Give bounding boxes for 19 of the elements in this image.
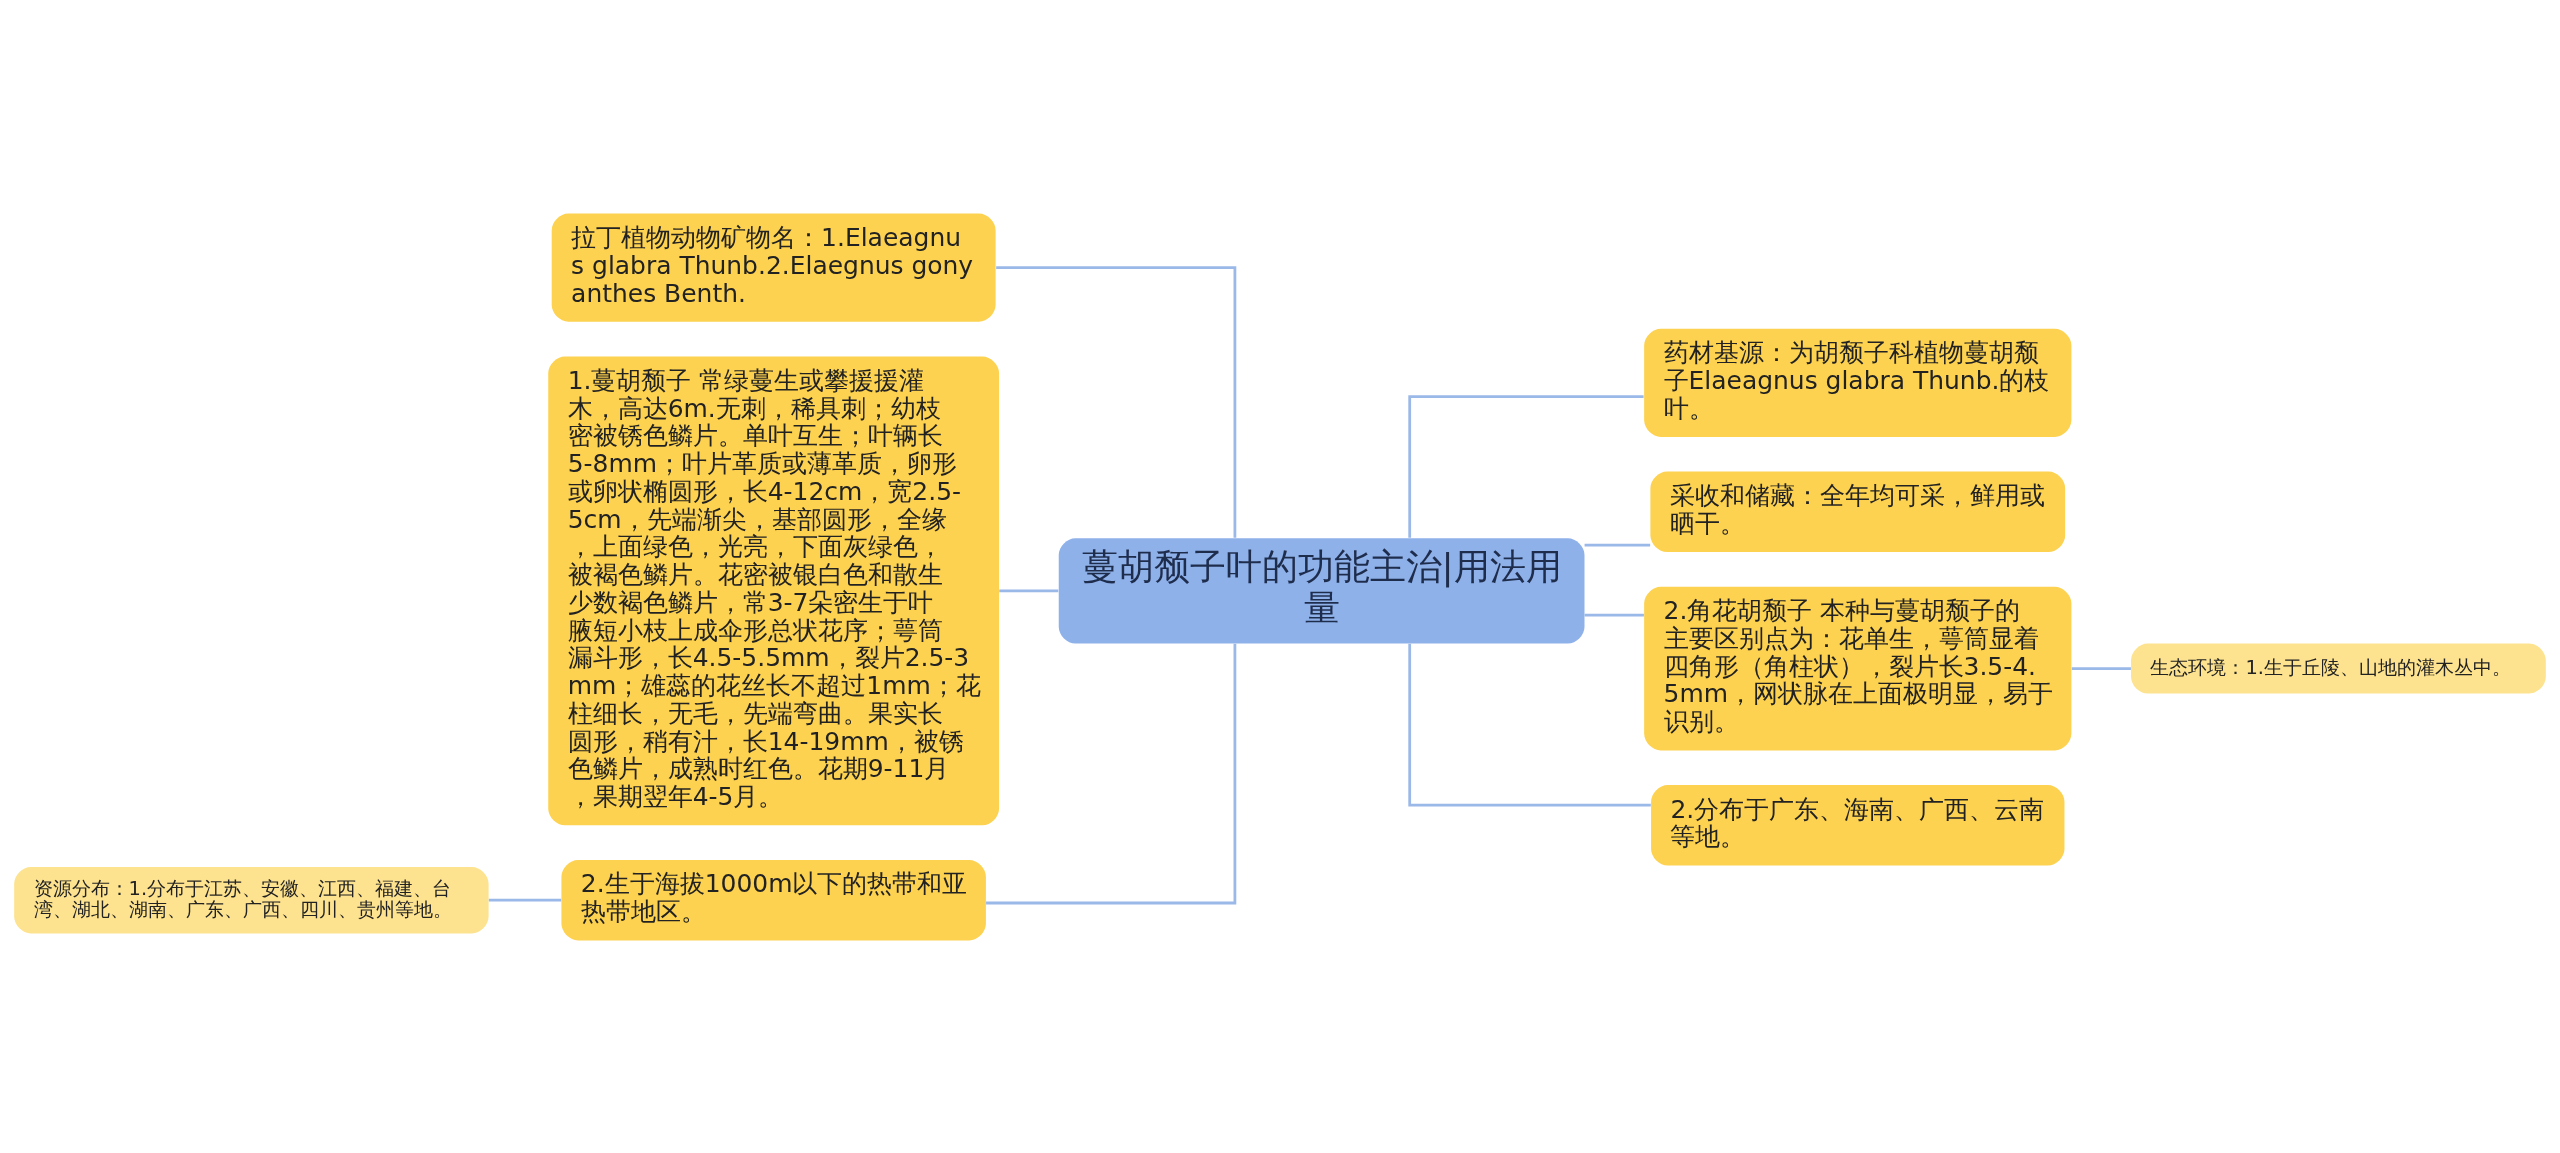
connector [999, 589, 1059, 592]
connector [1584, 543, 1651, 546]
node-box: 蔓胡颓子叶的功能主治|用法用量 [1058, 537, 1585, 644]
node-box: 2.生于海拔1000m以下的热带和亚热带地区。 [561, 859, 986, 940]
node-box: 采收和储藏：全年均可采，鲜用或晒干。 [1650, 471, 2066, 552]
connector [1408, 643, 1651, 807]
connector [996, 265, 1237, 538]
node-box: 拉丁植物动物矿物名：1.Elaeagnus glabra Thunb.2.Elaegnus gonyanthes Benth. [551, 213, 996, 322]
node-box: 2.分布于广东、海南、广西、云南等地。 [1651, 784, 2065, 866]
connector [1408, 394, 1644, 538]
node-box: 资源分布：1.分布于江苏、安徽、江西、福建、台湾、湖北、湖南、广东、广西、四川、贵州等地。 [14, 866, 489, 933]
connector [1584, 613, 1644, 617]
node-box: 生态环境：1.生于丘陵、山地的灌木丛中。 [2131, 643, 2546, 694]
connector [2071, 666, 2131, 670]
connector [986, 643, 1237, 904]
node-box: 2.角花胡颓子 本种与蔓胡颓子的主要区别点为：花单生，萼筒显着四角形（角柱状），裂片长3.5-4.5mm，网状脉在上面极明显，易于识别。 [1644, 586, 2072, 750]
connector [488, 898, 562, 902]
node-box: 1.蔓胡颓子 常绿蔓生或攀援援灌木，高达6m.无刺，稀具刺；幼枝密被锈色鳞片。单叶互生；叶辆长5-8mm；叶片革质或薄革质，卵形或卵状椭圆形，长4-12cm，宽2.5-5cm，先端渐尖，基部圆形，全缘，上面绿色，光亮，下面灰绿色，被褐色鳞片。花密被银白色和散生少数褐色鳞片，常3-7朵密生于叶腋短小枝上成伞形总状花序；萼筒漏斗形，长4.5-5.5mm，裂片2.5-3mm；雄蕊的花丝长不超过1mm；花柱细长，无毛，先端弯曲。果实长圆形，稍有汁，长14-19mm，被锈色鳞片，成熟时红色。花期9-11月，果期翌年4-5月。 [548, 355, 1000, 825]
node-box: 药材基源：为胡颓子科植物蔓胡颓子Elaeagnus glabra Thunb.的枝叶。 [1644, 328, 2072, 437]
